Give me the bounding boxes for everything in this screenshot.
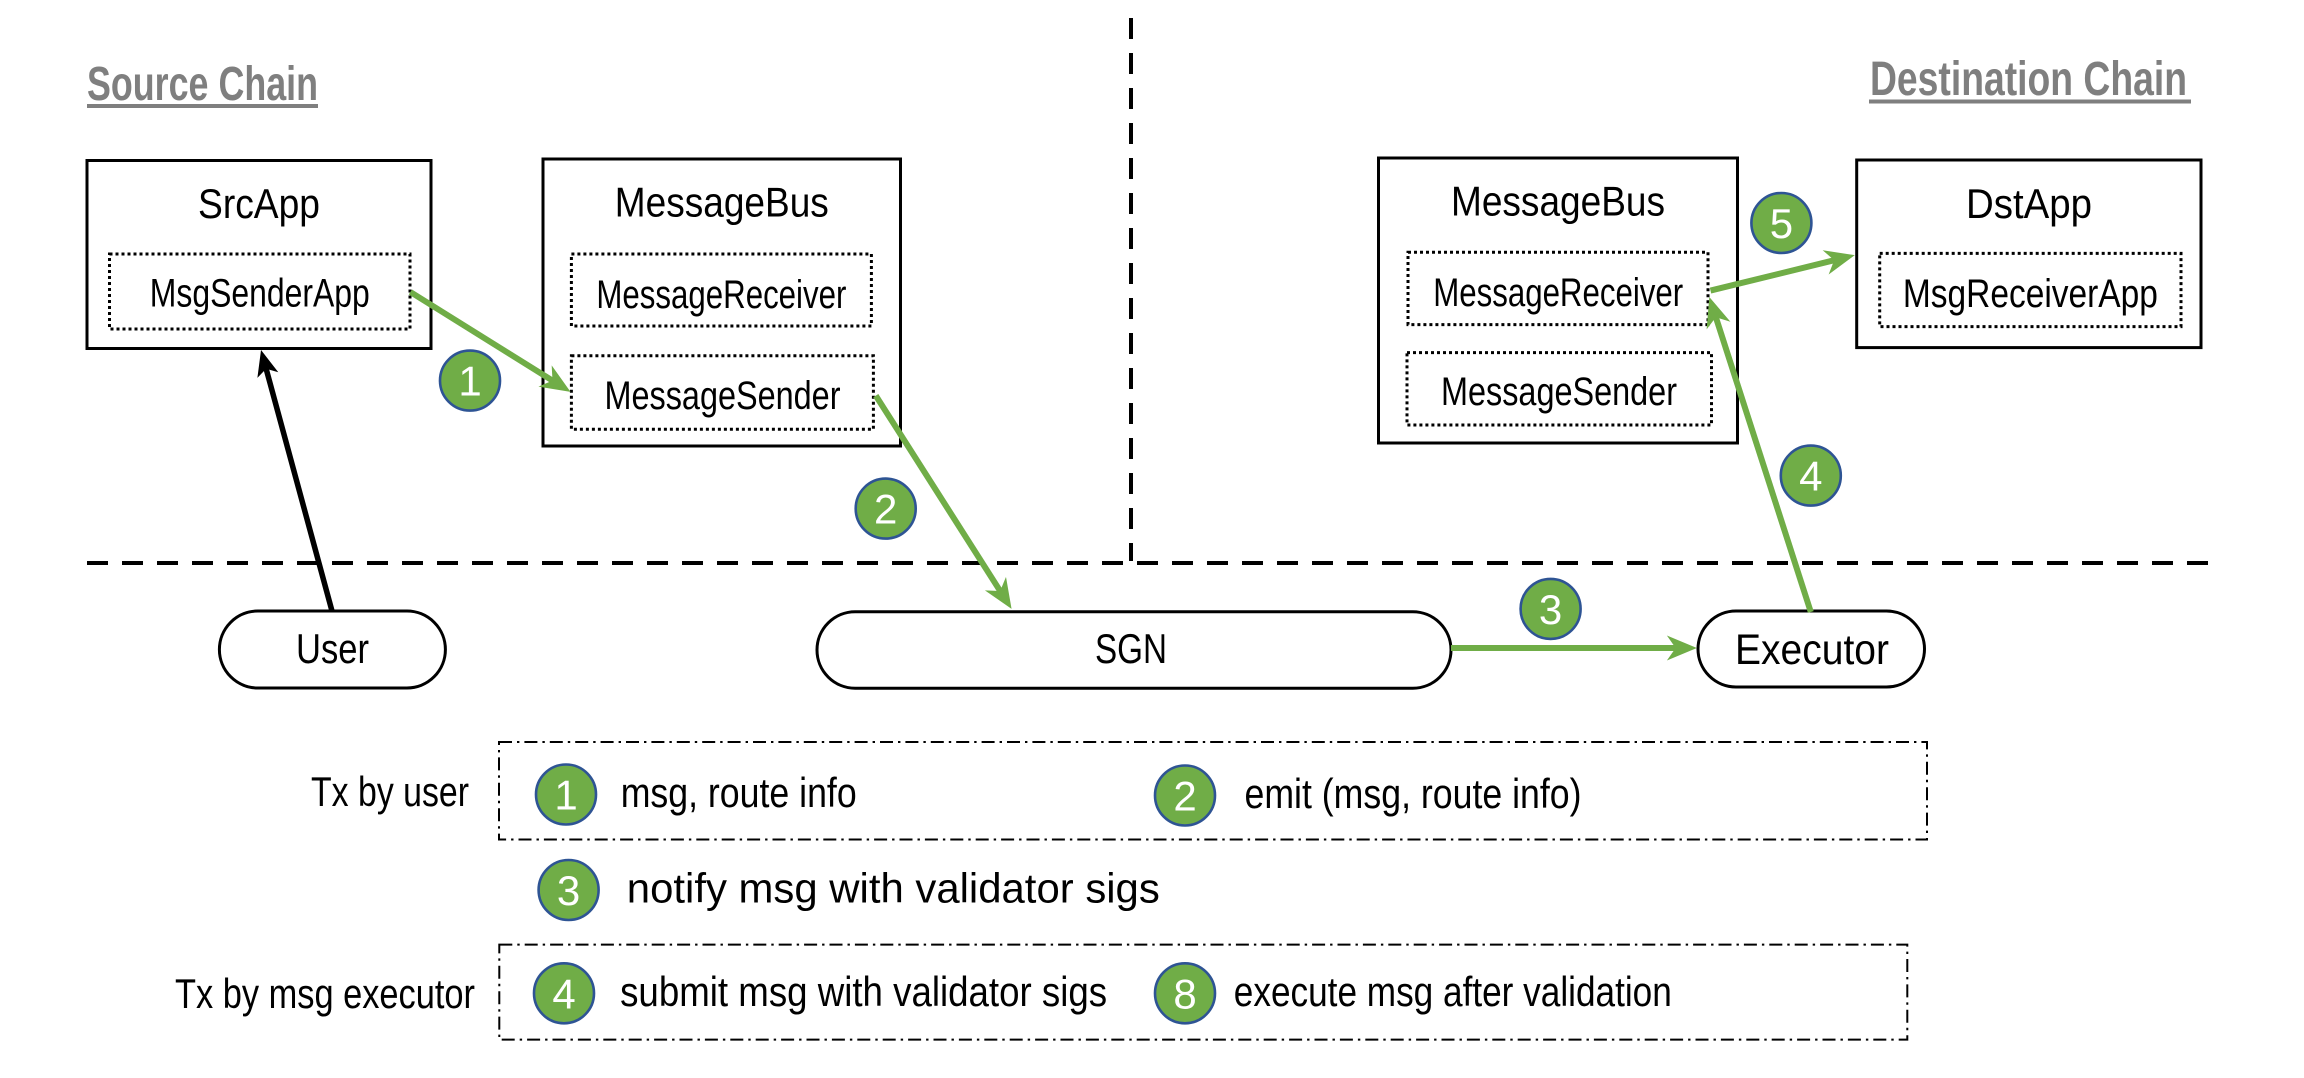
svg-text:MessageSender: MessageSender xyxy=(1441,370,1677,414)
svg-text:User: User xyxy=(296,625,369,672)
svg-text:3: 3 xyxy=(1539,586,1562,633)
svg-text:4: 4 xyxy=(552,970,575,1017)
svg-text:execute msg after validation: execute msg after validation xyxy=(1234,968,1672,1015)
svg-text:Executor: Executor xyxy=(1735,626,1889,674)
svg-text:5: 5 xyxy=(1770,200,1793,247)
svg-text:MessageSender: MessageSender xyxy=(605,374,841,418)
svg-text:DstApp: DstApp xyxy=(1966,180,2092,227)
svg-text:SrcApp: SrcApp xyxy=(198,180,320,227)
svg-text:Tx by user: Tx by user xyxy=(311,768,469,815)
svg-text:1: 1 xyxy=(554,772,577,819)
svg-text:MsgReceiverApp: MsgReceiverApp xyxy=(1903,272,2158,316)
svg-text:SGN: SGN xyxy=(1095,625,1167,672)
svg-text:2: 2 xyxy=(874,486,897,533)
svg-text:2: 2 xyxy=(1173,773,1196,820)
svg-text:MessageBus: MessageBus xyxy=(615,179,829,226)
svg-text:Source Chain: Source Chain xyxy=(87,58,318,111)
svg-text:3: 3 xyxy=(557,867,580,914)
svg-text:MessageReceiver: MessageReceiver xyxy=(1433,271,1683,315)
svg-text:Tx by msg executor: Tx by msg executor xyxy=(175,970,475,1017)
svg-text:8: 8 xyxy=(1173,970,1196,1017)
svg-text:Destination Chain: Destination Chain xyxy=(1870,53,2187,106)
svg-text:1: 1 xyxy=(458,358,481,405)
svg-text:MessageBus: MessageBus xyxy=(1451,178,1665,225)
svg-text:msg, route info: msg, route info xyxy=(621,769,857,816)
svg-text:emit (msg, route info): emit (msg, route info) xyxy=(1245,770,1582,817)
svg-text:4: 4 xyxy=(1799,453,1822,500)
svg-text:notify msg with validator sigs: notify msg with validator sigs xyxy=(627,864,1160,911)
svg-text:submit msg with validator sigs: submit msg with validator sigs xyxy=(620,968,1107,1015)
svg-text:MsgSenderApp: MsgSenderApp xyxy=(150,272,370,316)
svg-text:MessageReceiver: MessageReceiver xyxy=(596,273,846,317)
